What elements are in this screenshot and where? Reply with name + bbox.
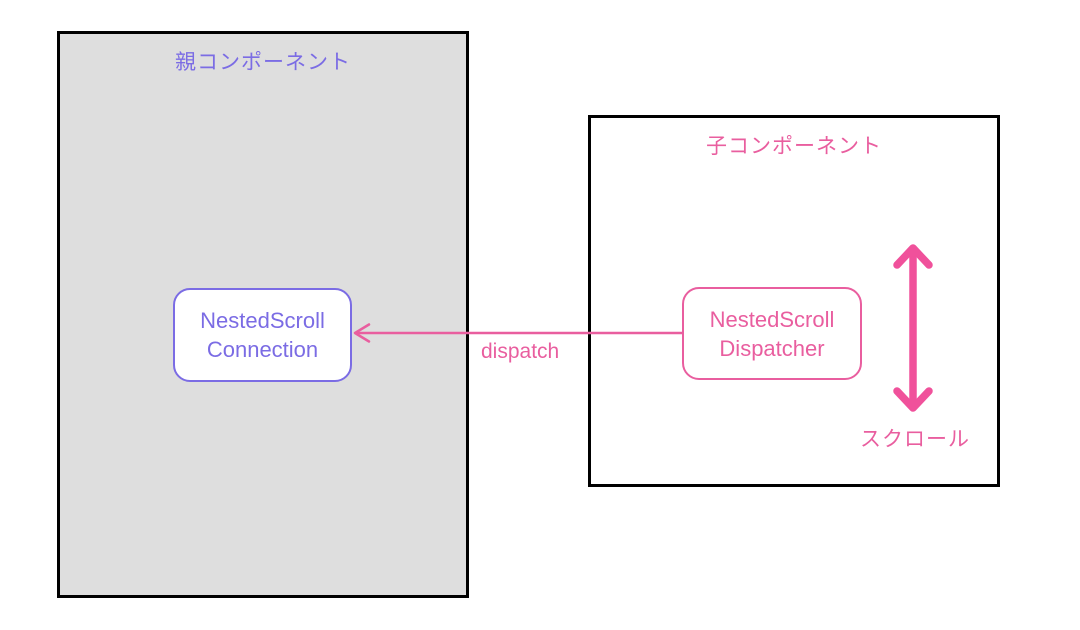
dispatch-arrow-label: dispatch bbox=[481, 340, 560, 363]
nested-scroll-connection-node: NestedScroll Connection bbox=[173, 288, 352, 382]
child-component-title: 子コンポーネント bbox=[706, 135, 882, 158]
nested-scroll-dispatcher-node: NestedScroll Dispatcher bbox=[682, 287, 862, 380]
nested-scroll-connection-label-line2: Connection bbox=[206, 337, 319, 362]
child-component-box: 子コンポーネント bbox=[588, 115, 1000, 487]
scroll-arrow-label: スクロール bbox=[860, 428, 970, 451]
nested-scroll-connection-label-line1: NestedScroll bbox=[200, 308, 325, 333]
nested-scroll-dispatcher-label-line2: Dispatcher bbox=[719, 335, 825, 361]
parent-component-title: 親コンポーネント bbox=[175, 51, 351, 74]
nested-scroll-dispatcher-label-line1: NestedScroll bbox=[709, 306, 835, 332]
